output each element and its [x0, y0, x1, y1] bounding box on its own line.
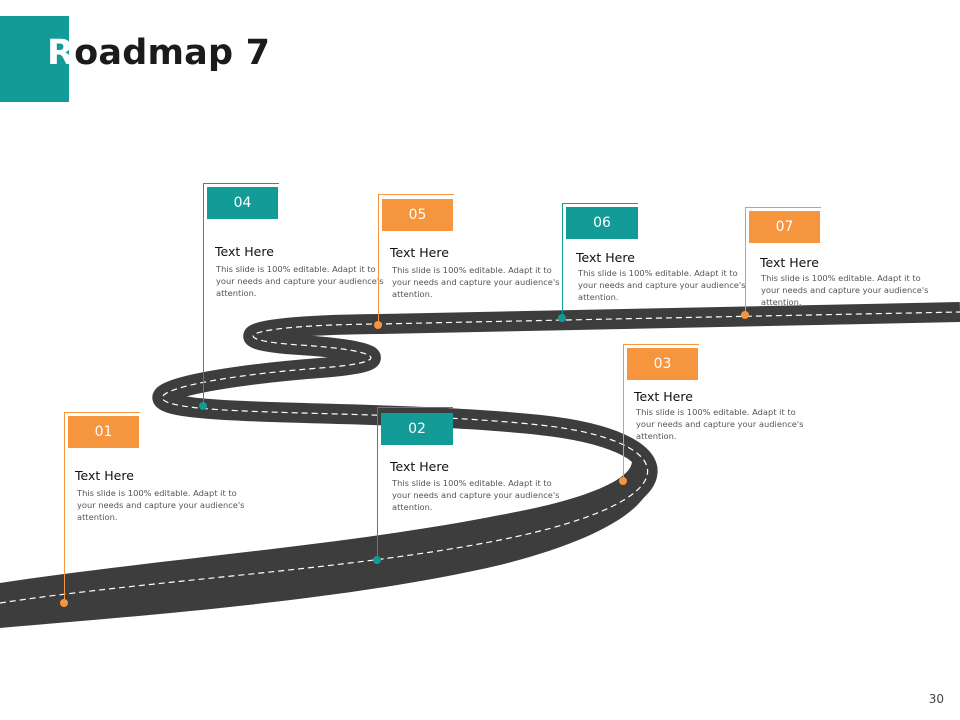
- milestone-07-badge: 07: [749, 211, 820, 243]
- milestone-04-badge: 04: [207, 187, 278, 219]
- milestone-01-stem: [64, 412, 65, 602]
- milestone-04-topline: [203, 183, 279, 184]
- milestone-06-topline: [562, 203, 638, 204]
- milestone-02-heading: Text Here: [390, 459, 449, 474]
- milestone-05-dot: [374, 321, 382, 329]
- milestone-01-topline: [64, 412, 140, 413]
- milestone-05-badge: 05: [382, 199, 453, 231]
- milestone-02-text: This slide is 100% editable. Adapt it to…: [392, 478, 560, 512]
- milestone-02-badge: 02: [381, 413, 453, 445]
- milestone-03-badge: 03: [627, 348, 698, 380]
- milestone-06-dot: [558, 314, 566, 322]
- milestone-04-heading: Text Here: [215, 244, 274, 259]
- milestone-03-topline: [623, 344, 699, 345]
- milestone-06-heading: Text Here: [576, 250, 635, 265]
- milestone-06-stem: [562, 203, 563, 318]
- milestone-04-text: This slide is 100% editable. Adapt it to…: [216, 264, 384, 298]
- milestone-05-stem: [378, 194, 379, 325]
- milestone-01-heading: Text Here: [75, 468, 134, 483]
- milestone-07-dot: [741, 311, 749, 319]
- milestone-07-stem: [745, 207, 746, 314]
- milestone-04-stem: [203, 183, 204, 405]
- page-number: 30: [928, 692, 944, 706]
- milestone-01-dot: [60, 599, 68, 607]
- milestone-02-stem: [377, 407, 378, 560]
- milestone-06-badge: 06: [566, 207, 638, 239]
- milestone-07-heading: Text Here: [760, 255, 819, 270]
- slide-title: Roadmap 7: [47, 36, 270, 71]
- milestone-05-topline: [378, 194, 454, 195]
- title-rest: oadmap 7: [74, 33, 271, 73]
- milestone-05-text: This slide is 100% editable. Adapt it to…: [392, 265, 560, 299]
- milestone-02-topline: [377, 407, 453, 408]
- title-first-letter: R: [47, 33, 75, 73]
- milestone-07-topline: [745, 207, 821, 208]
- milestone-03-dot: [619, 477, 627, 485]
- milestone-03-heading: Text Here: [634, 389, 693, 404]
- milestone-05-heading: Text Here: [390, 245, 449, 260]
- milestone-01-text: This slide is 100% editable. Adapt it to…: [77, 488, 245, 522]
- milestone-03-text: This slide is 100% editable. Adapt it to…: [636, 407, 804, 441]
- milestone-06-text: This slide is 100% editable. Adapt it to…: [578, 268, 746, 302]
- title-accent-block: [0, 16, 69, 102]
- road-widening-bottom: [0, 440, 652, 628]
- milestone-01-badge: 01: [68, 416, 139, 448]
- milestone-04-dot: [199, 402, 207, 410]
- milestone-07-text: This slide is 100% editable. Adapt it to…: [761, 273, 929, 307]
- milestone-03-stem: [623, 344, 624, 481]
- milestone-02-dot: [373, 556, 381, 564]
